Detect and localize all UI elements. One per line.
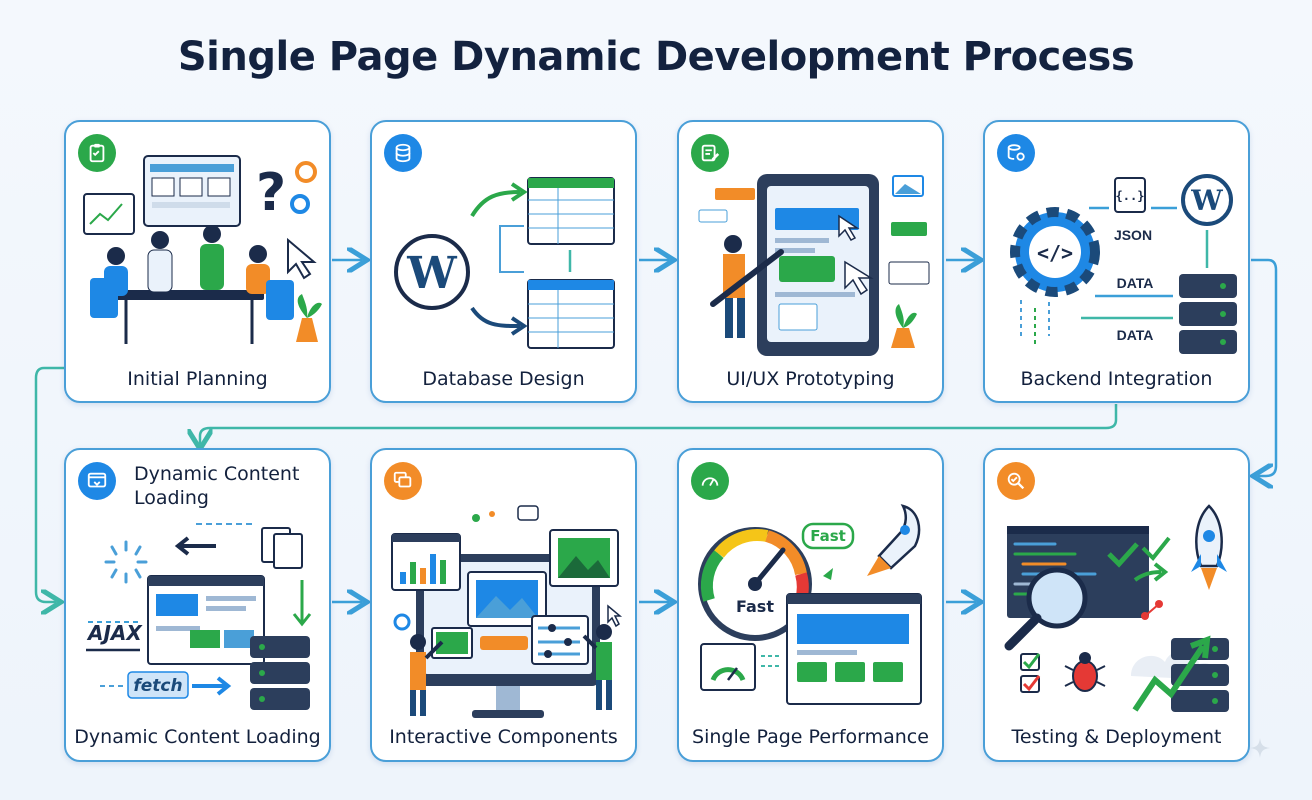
interactive-illustration (391, 505, 623, 718)
step-label: Database Design (422, 368, 585, 390)
windows-icon (384, 462, 422, 500)
step-label: Single Page Performance (692, 726, 929, 748)
planning-illustration: ? (83, 155, 322, 344)
step-label: Initial Planning (127, 368, 268, 390)
step-card-testing-deployment: Testing & Deployment (983, 448, 1250, 762)
step-label: UI/UX Prototyping (726, 368, 895, 390)
database-icon (384, 134, 422, 172)
step-card-single-page-performance: Fast Fast Single Page Performance (677, 448, 944, 762)
rocket-icon (1191, 504, 1227, 590)
svg-text:?: ? (256, 163, 286, 223)
step-card-dynamic-content-loading: Dynamic Content Loading AJAX fetch (64, 448, 331, 762)
step-card-initial-planning: ? Initial Planning (64, 120, 331, 403)
dynamic-loading-illustration: AJAX fetch (86, 523, 312, 710)
clipboard-icon (78, 134, 116, 172)
arrow-4-5 (200, 404, 1118, 444)
step-label: Dynamic Content Loading (74, 726, 321, 748)
rocket-icon (867, 504, 921, 576)
fetch-label: fetch (133, 676, 182, 696)
svg-text:</>: </> (1037, 241, 1073, 265)
prototyping-illustration (698, 174, 930, 356)
database-illustration: W (394, 177, 615, 349)
performance-illustration: Fast Fast (698, 504, 922, 705)
step-card-uiux-prototyping: UI/UX Prototyping (677, 120, 944, 403)
card-header: Dynamic Content Loading (134, 463, 300, 509)
step-label: Testing & Deployment (1011, 726, 1222, 748)
gauge-fast-label: Fast (736, 597, 774, 616)
data-in-label: DATA (1117, 275, 1154, 291)
bug-icon (1064, 652, 1106, 692)
loading-spinner-icon (104, 540, 148, 584)
step-label: Interactive Components (389, 726, 618, 748)
search-check-icon (997, 462, 1035, 500)
step-label: Backend Integration (1020, 368, 1213, 390)
sparkle-icon (1250, 738, 1270, 758)
data-out-label: DATA (1117, 327, 1154, 343)
step-card-backend-integration: </> {..} JSON W DATA DATA Backend Integr… (983, 120, 1250, 403)
page-title: Single Page Dynamic Development Process (177, 34, 1135, 80)
json-label: JSON (1114, 227, 1152, 243)
database-gear-icon (997, 134, 1035, 172)
arrow-1-5 (34, 366, 64, 602)
step-card-interactive-components: Interactive Components (370, 448, 637, 762)
edit-icon (691, 134, 729, 172)
backend-illustration: </> {..} JSON W DATA DATA (1010, 174, 1237, 354)
svg-text:{..}: {..} (1116, 189, 1145, 203)
fast-badge-label: Fast (810, 527, 846, 545)
testing-illustration (1004, 504, 1229, 712)
browser-icon (78, 462, 116, 500)
speedometer-icon (691, 462, 729, 500)
svg-text:W: W (1190, 184, 1223, 217)
svg-text:W: W (406, 248, 457, 299)
ajax-label: AJAX (86, 621, 143, 645)
table-top (527, 177, 615, 245)
step-card-database-design: W Database Design (370, 120, 637, 403)
arrow-4-8 (1251, 258, 1278, 476)
table-bottom (527, 279, 615, 349)
